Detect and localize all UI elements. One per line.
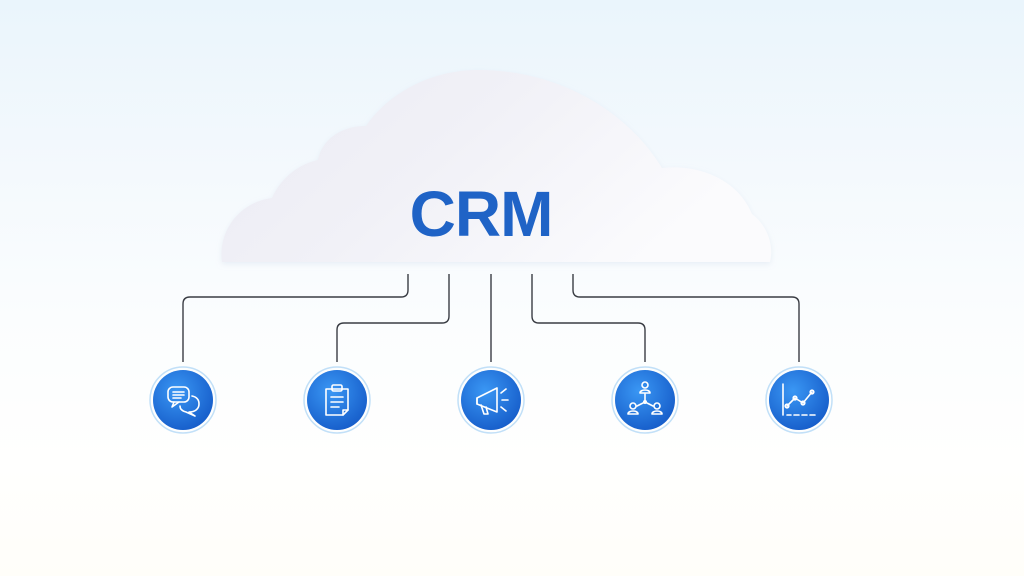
crm-title: CRM	[410, 178, 553, 250]
connector-network	[531, 274, 646, 362]
connector-tasks	[336, 274, 450, 362]
cloud-shape	[221, 70, 772, 262]
chat-bubbles-icon	[167, 386, 200, 417]
clipboard-icon	[325, 384, 349, 416]
connectors	[182, 274, 800, 362]
people-network-icon	[627, 381, 663, 415]
connector-analytics	[572, 274, 800, 362]
line-chart-icon	[782, 383, 816, 416]
node-communication[interactable]	[149, 366, 217, 434]
node-tasks[interactable]	[303, 366, 371, 434]
connector-communication	[182, 274, 409, 362]
node-marketing[interactable]	[457, 366, 525, 434]
node-analytics[interactable]	[765, 366, 833, 434]
megaphone-icon	[476, 387, 509, 415]
node-network[interactable]	[611, 366, 679, 434]
